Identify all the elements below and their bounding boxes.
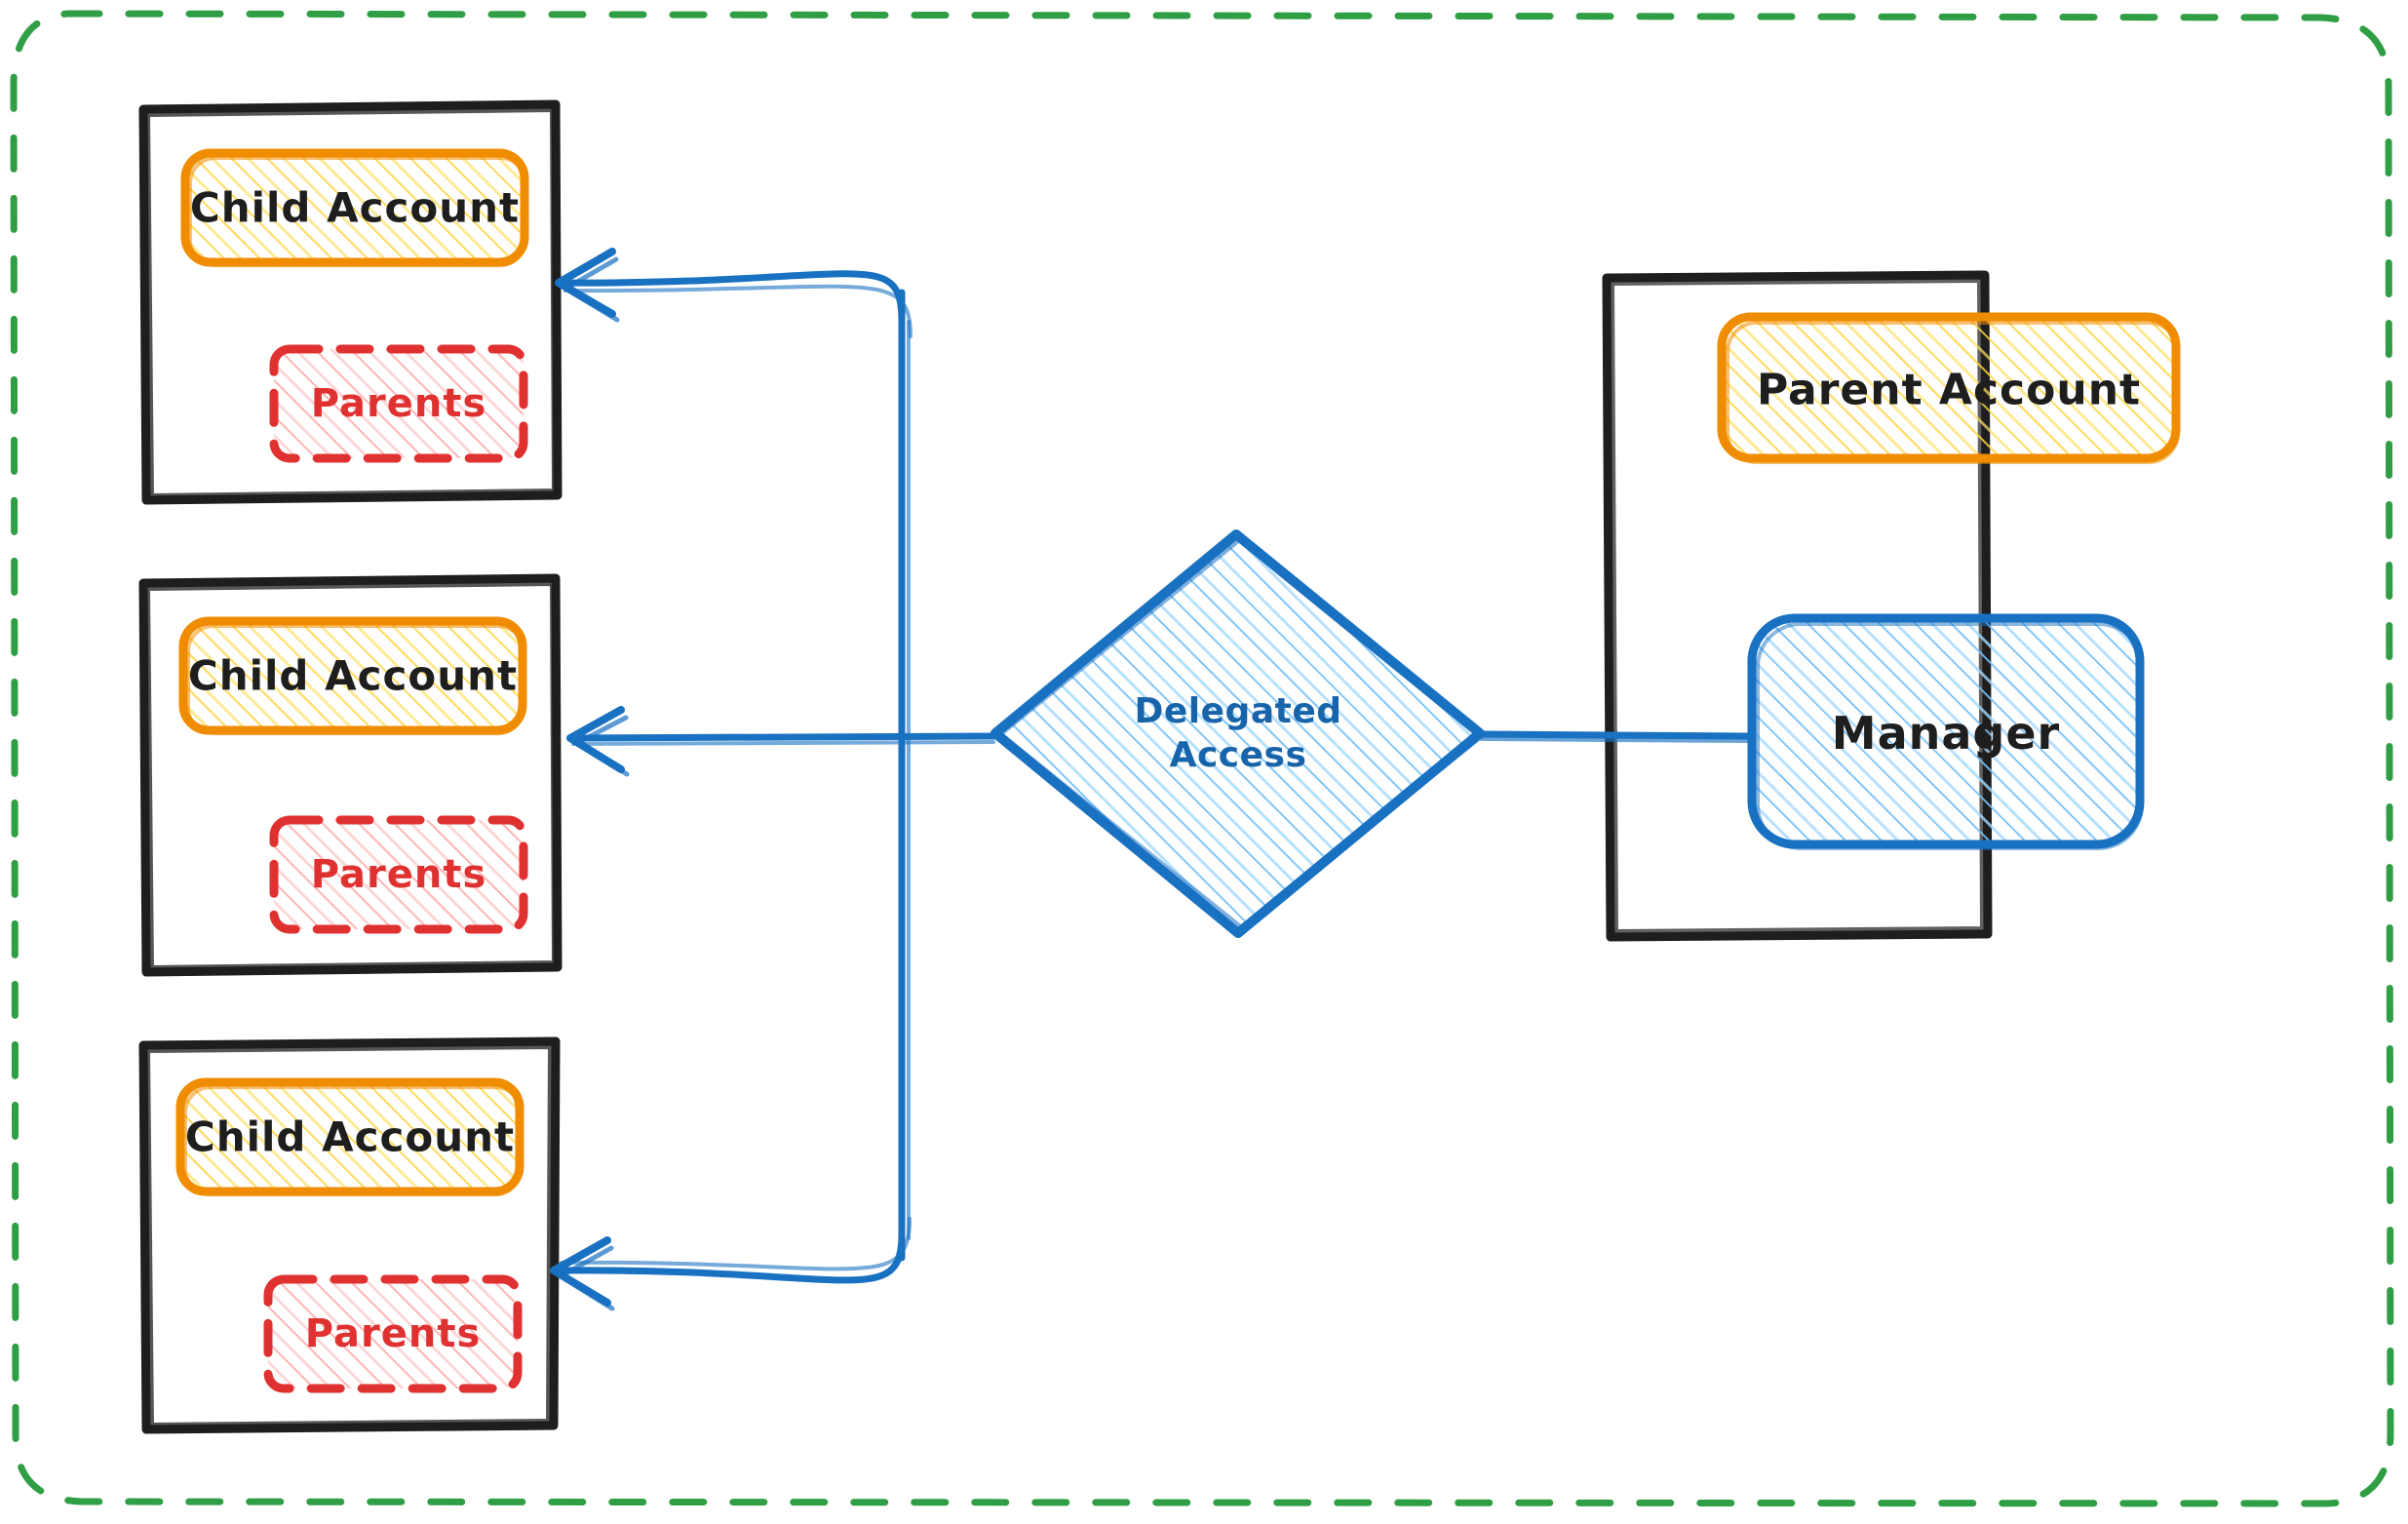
connector-delegated-to-child-2 [566, 706, 999, 777]
delegated-access-diamond[interactable] [990, 529, 1487, 938]
parents-chip-3[interactable] [263, 1274, 523, 1393]
connector-manager-to-delegated [1476, 730, 1756, 743]
parents-chip-2[interactable] [269, 815, 528, 934]
connector-vertical-trunk [898, 289, 912, 1262]
parents-chip-1[interactable] [269, 344, 528, 463]
connector-delegated-to-child-3 [550, 1217, 912, 1311]
manager-chip[interactable] [1747, 613, 2145, 850]
child-account-chip-1[interactable] [180, 148, 529, 267]
parent-account-chip[interactable] [1717, 312, 2181, 464]
child-account-chip-3[interactable] [175, 1077, 524, 1196]
child-account-chip-2[interactable] [178, 616, 527, 735]
account-boundary-outline [10, 10, 2394, 1507]
connector-delegated-to-child-1 [555, 248, 913, 338]
